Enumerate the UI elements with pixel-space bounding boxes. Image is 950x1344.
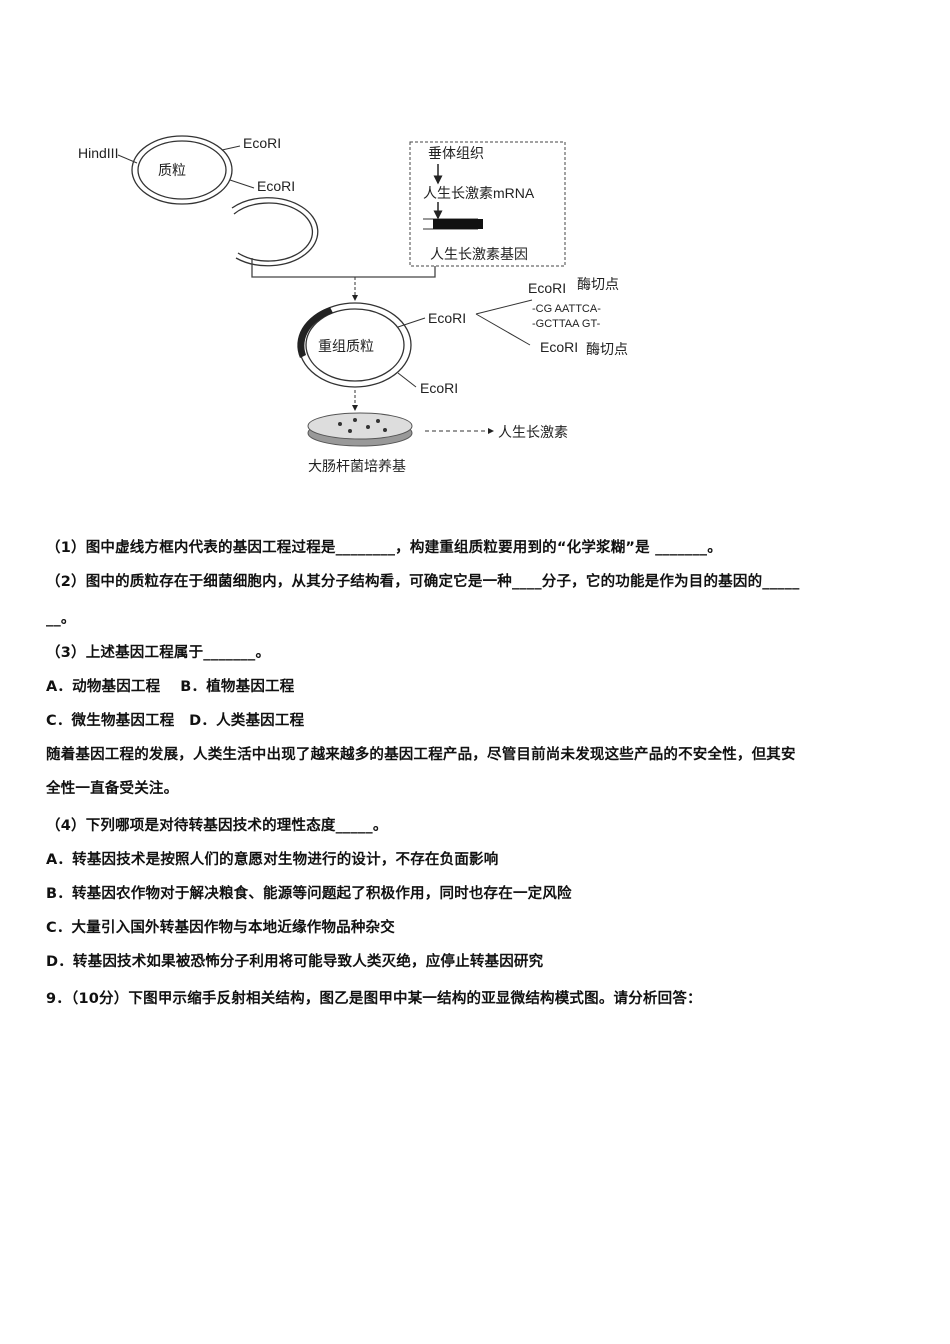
gene-label: 人生长激素基因 xyxy=(430,246,528,262)
option-cd: C．微生物基因工程 D．人类基因工程 xyxy=(46,713,305,729)
option-d: D．转基因技术如果被恐怖分子利用将可能导致人类灭绝，应停止转基因研究 xyxy=(46,954,544,970)
question-4: （4）下列哪项是对待转基因技术的理性态度_____。 xyxy=(46,818,388,834)
ecori-label-6: EcoRI xyxy=(540,339,578,355)
cut-site-label-1: 酶切点 xyxy=(577,276,619,292)
ecori-label-1: EcoRI xyxy=(243,135,281,151)
recombinant-label: 重组质粒 xyxy=(318,338,374,354)
cut-site-label-2: 酶切点 xyxy=(586,341,628,357)
hindiii-label: HindIII xyxy=(78,145,118,161)
option-a: A．转基因技术是按照人们的意愿对生物进行的设计，不存在负面影响 xyxy=(46,852,499,868)
recombinant-plasmid-ring xyxy=(297,302,412,388)
plasmid-label: 质粒 xyxy=(158,162,186,178)
ecori-label-2: EcoRI xyxy=(257,178,295,194)
option-ab: A．动物基因工程 B．植物基因工程 xyxy=(46,679,295,695)
question-9: 9．（10分）下图甲示缩手反射相关结构，图乙是图甲中某一结构的亚显微结构模式图。… xyxy=(46,991,702,1007)
pituitary-label: 垂体组织 xyxy=(428,145,484,161)
gene-segment xyxy=(423,218,483,230)
mrna-label: 人生长激素mRNA xyxy=(423,185,535,201)
ecori-label-4: EcoRI xyxy=(420,380,458,396)
option-b: B．转基因农作物对于解决粮食、能源等问题起了积极作用，同时也存在一定风险 xyxy=(46,886,572,902)
cut-plasmid-arc xyxy=(231,197,319,267)
option-c: C．大量引入国外转基因作物与本地近缘作物品种杂交 xyxy=(46,920,395,936)
petri-dish-icon xyxy=(307,412,413,447)
hormone-label: 人生长激素 xyxy=(498,424,568,440)
ecori-label-3: EcoRI xyxy=(428,310,466,326)
passage: 随着基因工程的发展，人类生活中出现了越来越多的基因工程产品，尽管目前尚未发现这些… xyxy=(46,747,796,763)
sequence-top: -CG AATTCA- xyxy=(532,303,601,315)
plasmid-ring xyxy=(131,135,233,205)
question-2: （2）图中的质粒存在于细菌细胞内，从其分子结构看，可确定它是一种____分子，它… xyxy=(46,574,800,590)
medium-label: 大肠杆菌培养基 xyxy=(308,458,406,474)
sequence-bottom: -GCTTAA GT- xyxy=(532,318,601,330)
question-1: （1）图中虚线方框内代表的基因工程过程是________，构建重组质粒要用到的“… xyxy=(46,540,722,556)
dashed-box xyxy=(409,141,566,267)
question-3: （3）上述基因工程属于_______。 xyxy=(46,645,271,661)
ecori-label-5: EcoRI xyxy=(528,280,566,296)
gene-engineering-diagram: 质粒 HindIII EcoRI EcoRI 垂体组织 人生长激素mRNA 人生… xyxy=(78,135,628,474)
passage-cont: 全性一直备受关注。 xyxy=(46,781,179,797)
question-2-cont: __。 xyxy=(46,611,76,627)
